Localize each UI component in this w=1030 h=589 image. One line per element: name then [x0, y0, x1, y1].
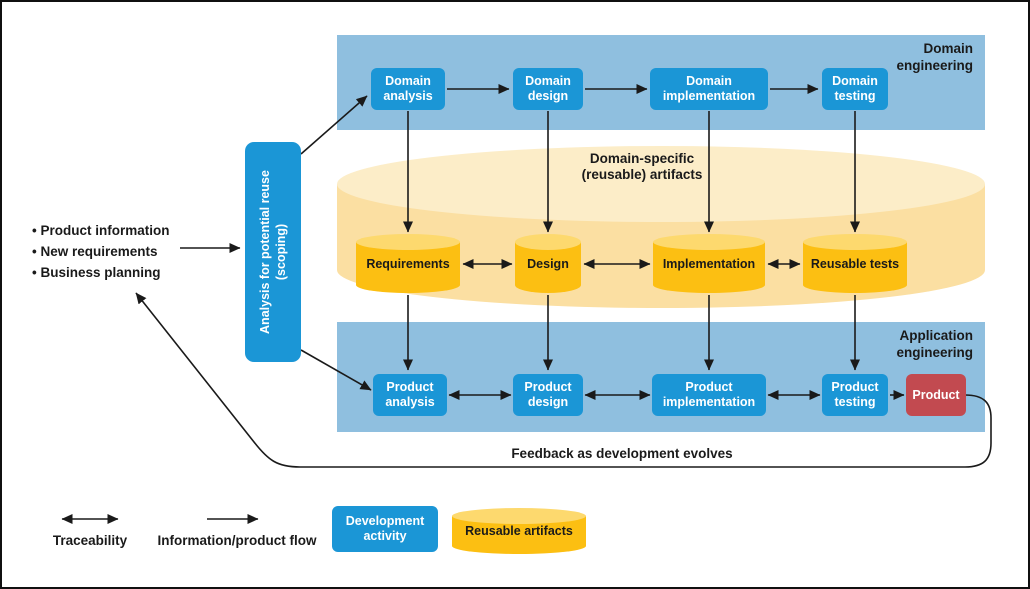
- artifact-repository-title: Domain-specific (reusable) artifacts: [581, 151, 703, 183]
- requirements-cylinder-shape: [356, 234, 460, 293]
- legend-flow-label: Information/product flow: [157, 533, 317, 548]
- feedback-arrow: [135, 292, 992, 468]
- reusable-tests-cylinder-shape: [803, 234, 907, 293]
- product-testing-box: Product testing: [822, 374, 888, 416]
- scoping-to-application-arrow: [300, 349, 372, 391]
- application-engineering-band-label: Application engineering: [896, 328, 973, 360]
- arrows-layer: [61, 84, 992, 524]
- list-item: New requirements: [32, 241, 169, 262]
- scoping-line2: (scoping): [274, 223, 288, 281]
- domain-implementation-box: Domain implementation: [650, 68, 768, 110]
- scoping-line1: Analysis for potential reuse: [257, 170, 272, 334]
- scoping-box-label: Analysis for potential reuse (scoping): [257, 147, 290, 357]
- requirements-cylinder-label: Requirements: [366, 257, 450, 271]
- list-item: Business planning: [32, 262, 169, 283]
- product-design-box: Product design: [513, 374, 583, 416]
- domain-testing-box: Domain testing: [822, 68, 888, 110]
- scoping-to-domain-arrow: [300, 95, 368, 155]
- legend-traceability-label: Traceability: [52, 533, 128, 548]
- input-list: Product information New requirements Bus…: [32, 220, 169, 283]
- product-implementation-box: Product implementation: [652, 374, 766, 416]
- feedback-label: Feedback as development evolves: [511, 446, 733, 461]
- legend-reusable-artifacts-label: Reusable artifacts: [465, 524, 573, 538]
- product-analysis-box: Product analysis: [373, 374, 447, 416]
- implementation-cylinder-shape: [653, 234, 765, 293]
- design-cylinder-label: Design: [527, 257, 569, 271]
- implementation-cylinder-label: Implementation: [662, 257, 756, 271]
- scoping-box: Analysis for potential reuse (scoping): [245, 142, 301, 362]
- design-cylinder-shape: [515, 234, 581, 293]
- legend-development-activity-box: Development activity: [332, 506, 438, 552]
- legend-artifact-cylinder-shape: [452, 508, 586, 554]
- list-item: Product information: [32, 220, 169, 241]
- reusable-tests-cylinder-label: Reusable tests: [810, 257, 900, 271]
- domain-engineering-band-label: Domain engineering: [896, 41, 973, 73]
- product-box: Product: [906, 374, 966, 416]
- domain-analysis-box: Domain analysis: [371, 68, 445, 110]
- domain-design-box: Domain design: [513, 68, 583, 110]
